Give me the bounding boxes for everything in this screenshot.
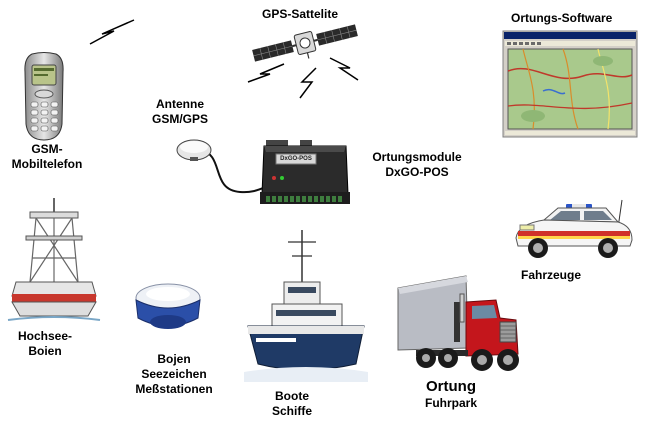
software-screen-icon	[502, 30, 638, 138]
tracking-module-icon: DxGO-POS	[260, 140, 350, 208]
boats-label-line1: Boote	[275, 389, 309, 403]
marker-label-line2: Seezeichen	[141, 367, 207, 381]
signal-bolt-icon	[329, 57, 359, 81]
phone-label: GSM- Mobiltelefon	[4, 142, 90, 172]
signal-bolt-icon	[299, 67, 317, 99]
module-badge-text: DxGO-POS	[280, 156, 312, 162]
boats-label: Boote Schiffe	[268, 389, 316, 419]
module-label: Ortungsmodule DxGO-POS	[364, 150, 470, 180]
rescue-boat-icon	[244, 230, 368, 382]
signal-bolt-icon	[89, 19, 135, 45]
fleet-label-line2: Fuhrpark	[424, 396, 477, 410]
boats-label-line2: Schiffe	[271, 404, 312, 418]
buoy-tower-icon	[7, 198, 101, 321]
mobile-phone-icon	[24, 52, 64, 141]
truck-icon	[397, 275, 519, 371]
phone-label-line2: Mobiltelefon	[11, 157, 83, 171]
marker-label-line1: Bojen	[157, 352, 191, 366]
marker-label: Bojen Seezeichen Meßstationen	[130, 352, 218, 397]
satellite-label: GPS-Sattelite	[262, 7, 339, 21]
module-label-line1: Ortungsmodule	[372, 150, 462, 164]
marker-label-line3: Meßstationen	[135, 382, 213, 396]
marker-buoy-icon	[135, 283, 201, 329]
gps-antenna-icon	[176, 139, 269, 194]
buoy-label-line2: Boien	[28, 344, 62, 358]
antenna-label: Antenne GSM/GPS	[148, 97, 212, 127]
satellite-icon	[252, 24, 358, 62]
buoy-label: Hochsee- Boien	[16, 329, 74, 359]
antenna-label-line2: GSM/GPS	[151, 112, 208, 126]
module-label-line2: DxGO-POS	[385, 165, 449, 179]
antenna-label-line1: Antenne	[156, 97, 204, 111]
fleet-label: Ortung Fuhrpark	[419, 378, 483, 411]
vehicles-label: Fahrzeuge	[521, 268, 582, 282]
signal-bolt-icon	[247, 63, 285, 83]
phone-label-line1: GSM-	[31, 142, 63, 156]
software-label: Ortungs-Software	[511, 11, 613, 25]
buoy-label-line1: Hochsee-	[17, 329, 73, 343]
fleet-label-line1: Ortung	[426, 378, 476, 395]
police-car-icon	[515, 199, 633, 258]
